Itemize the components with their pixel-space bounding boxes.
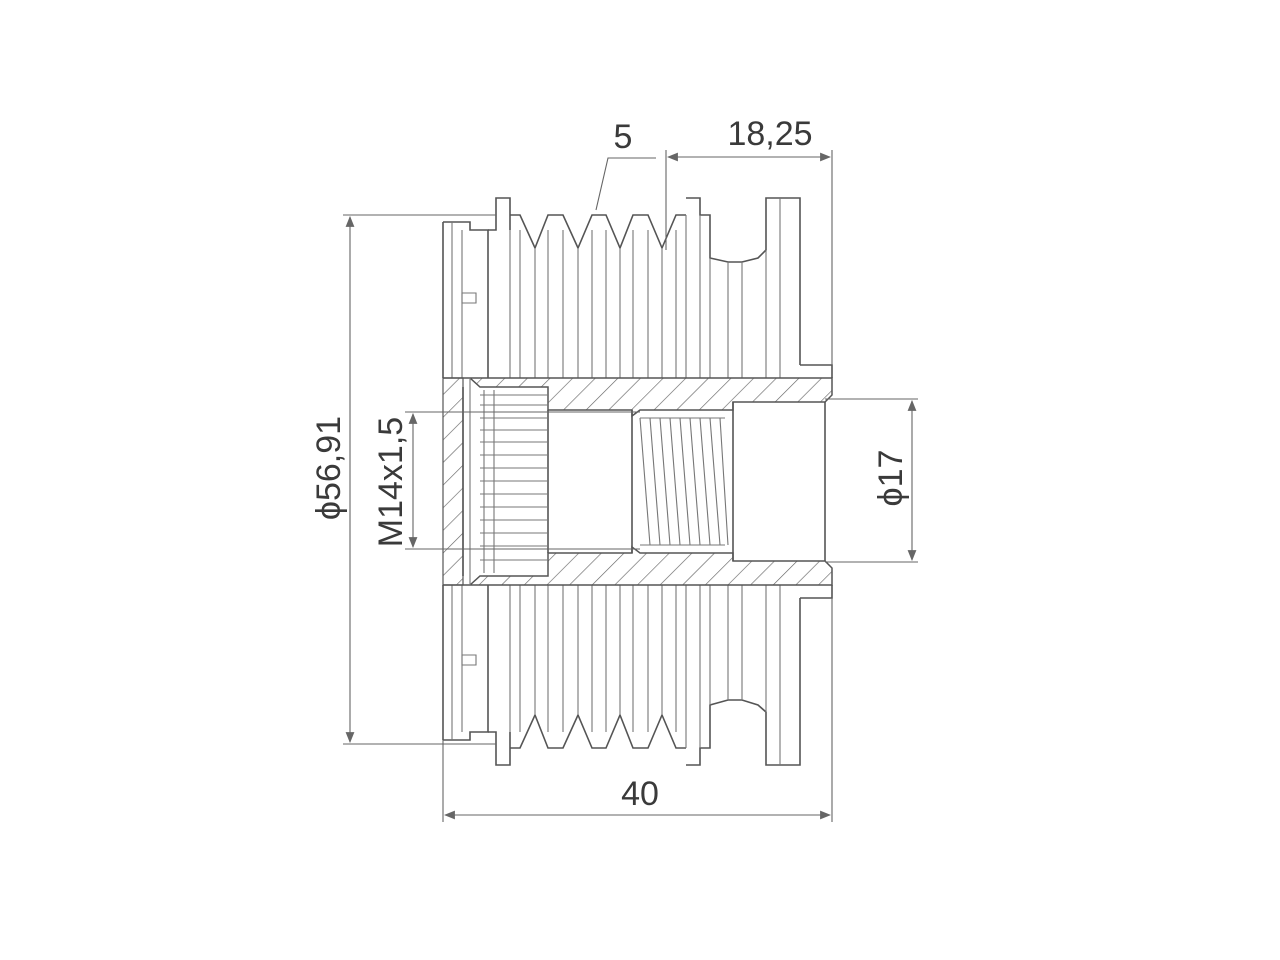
thread-label: M14x1,5 — [372, 417, 410, 547]
lower-pulley-body — [442, 585, 833, 766]
hub-length-label: 18,25 — [727, 115, 812, 153]
dimension-lines — [343, 150, 918, 822]
thread-lines — [639, 417, 729, 546]
upper-pulley-body — [442, 197, 833, 378]
spline-teeth — [480, 390, 548, 573]
hub-cross-section — [442, 377, 833, 586]
overall-length-label: 40 — [621, 775, 659, 813]
groove-pitch-label: 5 — [614, 118, 633, 156]
bore-diameter-label: ϕ17 — [872, 450, 910, 507]
outer-diameter-label: ϕ56,91 — [310, 416, 348, 520]
